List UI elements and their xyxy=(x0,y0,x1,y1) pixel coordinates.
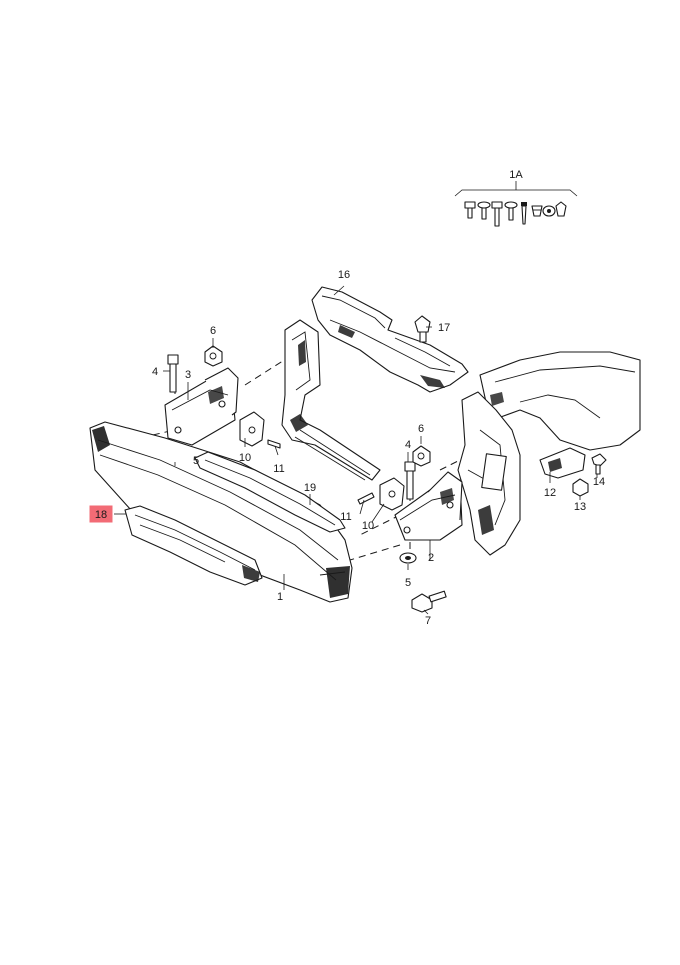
part-11-right-pin xyxy=(357,492,375,505)
callout-14: 14 xyxy=(593,476,605,488)
leader-lines xyxy=(114,285,598,615)
callout-7: 7 xyxy=(425,615,431,627)
part-7-bolt xyxy=(411,590,447,613)
callout-2: 2 xyxy=(428,552,434,564)
callout-4-right: 4 xyxy=(405,439,411,451)
callout-5-right: 5 xyxy=(405,577,411,589)
callout-4-left: 4 xyxy=(152,366,158,378)
highlight-18-box xyxy=(89,505,113,523)
fastener-set-1a xyxy=(454,181,578,227)
part-5-right-washer xyxy=(399,552,417,564)
callout-19: 19 xyxy=(304,482,316,494)
part-1-bumper-beam xyxy=(89,421,353,603)
callout-labels: 1A 16 17 6 4 3 5 10 11 19 6 4 11 10 2 5 … xyxy=(89,169,605,627)
callout-11-right: 11 xyxy=(340,511,351,523)
callout-13: 13 xyxy=(574,501,586,513)
part-6-right-nut xyxy=(412,445,431,467)
callout-3: 3 xyxy=(185,369,191,381)
callout-11-left: 11 xyxy=(273,463,284,475)
callout-1: 1 xyxy=(277,591,283,603)
part-3-left-bracket xyxy=(164,367,239,446)
callout-6-right: 6 xyxy=(418,423,424,435)
callout-16: 16 xyxy=(338,269,350,281)
left-support-post xyxy=(281,319,381,481)
callout-5-left: 5 xyxy=(193,455,199,467)
callout-10-right: 10 xyxy=(362,520,374,532)
right-support-post xyxy=(457,391,521,556)
callout-17: 17 xyxy=(438,322,450,334)
part-14-screw xyxy=(591,453,607,475)
part-10-left-clip xyxy=(239,411,265,447)
part-19-strip xyxy=(194,451,346,533)
part-16-upper-bracket xyxy=(311,286,469,393)
callout-12: 12 xyxy=(544,487,556,499)
callout-18: 18 xyxy=(95,509,107,521)
fastener-icons xyxy=(464,201,567,227)
part-2-right-bracket xyxy=(394,471,463,541)
part-4-left-bolt xyxy=(167,354,179,393)
part-4-right-bolt xyxy=(404,461,416,500)
part-10-right-clip xyxy=(379,477,405,511)
part-12-bracket xyxy=(539,447,586,479)
part-11-left-pin xyxy=(267,439,281,449)
part-18-absorber xyxy=(124,505,263,586)
callout-6-left: 6 xyxy=(210,325,216,337)
callout-1a: 1A xyxy=(509,169,523,181)
part-13-nut xyxy=(572,478,589,497)
part-6-left-nut xyxy=(204,345,223,367)
part-17-clip xyxy=(414,315,431,343)
callout-10-left: 10 xyxy=(239,452,251,464)
